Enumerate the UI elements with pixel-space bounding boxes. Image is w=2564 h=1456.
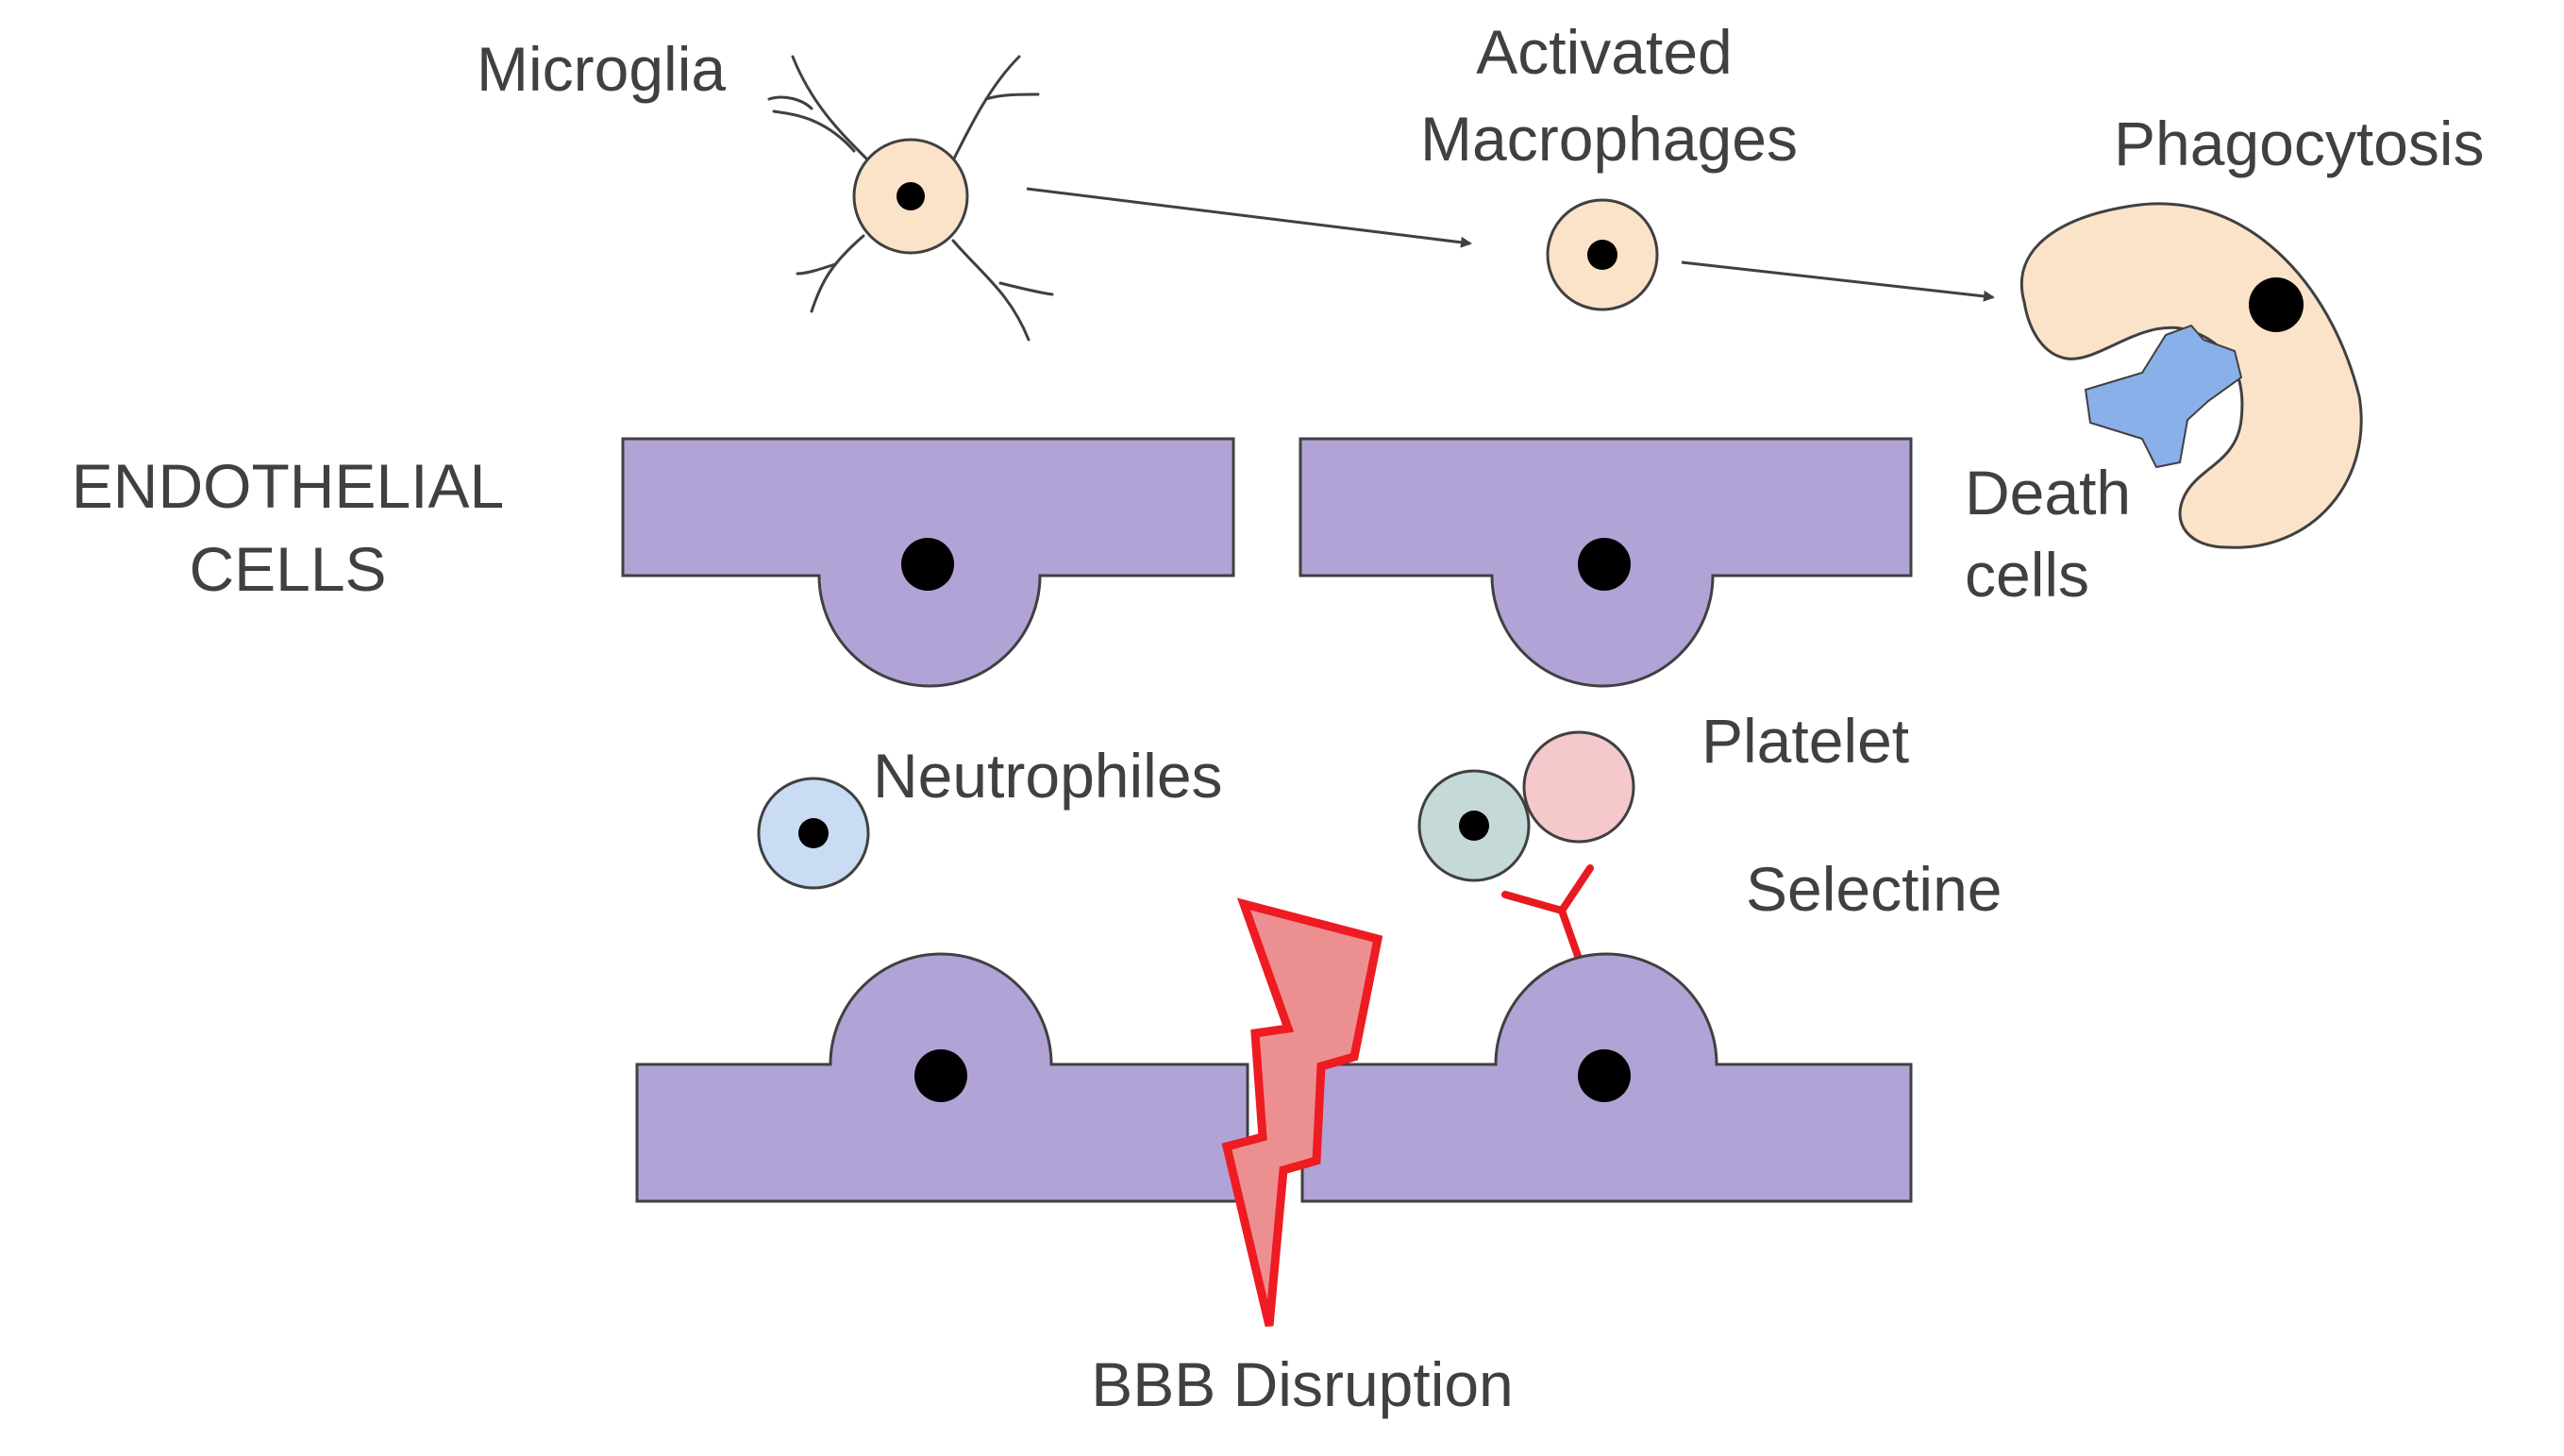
endothelial-nucleus bbox=[1578, 538, 1631, 591]
label-activated: Activated bbox=[1476, 17, 1732, 87]
leukocyte-nucleus bbox=[1459, 811, 1489, 841]
arrow-to-macrophage bbox=[1026, 187, 1472, 248]
endothelial-nucleus bbox=[914, 1049, 967, 1102]
label-bbb-disruption: BBB Disruption bbox=[1091, 1349, 1514, 1419]
microglia-processes bbox=[767, 55, 1054, 342]
phagocyte-cell bbox=[2019, 202, 2363, 549]
label-cells: cells bbox=[1965, 540, 2089, 610]
label-platelet: Platelet bbox=[1701, 706, 1909, 776]
phagocyte-nucleus bbox=[2249, 277, 2304, 332]
activated-macrophage bbox=[1546, 198, 1659, 311]
endothelial-nucleus bbox=[1578, 1049, 1631, 1102]
platelet-cell bbox=[1522, 730, 1635, 844]
neutrophil-nucleus bbox=[798, 818, 829, 848]
label-neutrophiles: Neutrophiles bbox=[873, 741, 1223, 811]
label-phagocytosis: Phagocytosis bbox=[2114, 109, 2485, 178]
macrophage-nucleus bbox=[1587, 240, 1617, 270]
selectine-receptor bbox=[1501, 864, 1594, 960]
label-microglia: Microglia bbox=[477, 34, 726, 104]
label-selectine: Selectine bbox=[1746, 854, 2003, 924]
label-endothelial: ENDOTHELIAL bbox=[72, 451, 504, 521]
endothelial-cell-bottom-left bbox=[635, 952, 1249, 1203]
label-macrophages: Macrophages bbox=[1420, 104, 1798, 174]
neutrophil-cell bbox=[757, 777, 870, 890]
endothelial-cell-bottom-right bbox=[1300, 952, 1913, 1203]
death-cell bbox=[2084, 324, 2243, 469]
endothelial-cell-top-left bbox=[621, 437, 1235, 688]
arrow-to-phagocytosis bbox=[1681, 260, 1995, 302]
label-death: Death bbox=[1965, 458, 2131, 527]
adhering-leukocyte bbox=[1417, 769, 1531, 882]
microglia-cell bbox=[767, 55, 1054, 342]
microglia-nucleus bbox=[897, 182, 925, 210]
label-endothelial-cells: CELLS bbox=[189, 534, 386, 604]
endothelial-cell-top-right bbox=[1299, 437, 1913, 688]
endothelial-nucleus bbox=[901, 538, 954, 591]
lightning-bolt-icon bbox=[1221, 897, 1383, 1328]
